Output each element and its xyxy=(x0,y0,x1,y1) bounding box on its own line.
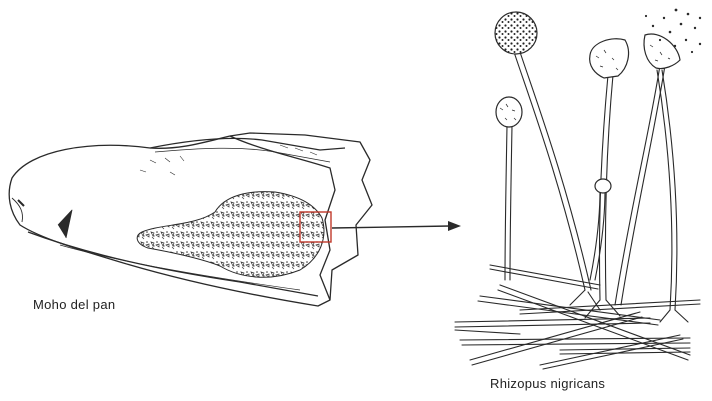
bread-mold-label: Moho del pan xyxy=(33,297,115,312)
rhizopus-hyphae xyxy=(455,52,700,369)
rhizopus-label: Rhizopus nigricans xyxy=(490,376,605,391)
sporangia xyxy=(495,12,680,193)
